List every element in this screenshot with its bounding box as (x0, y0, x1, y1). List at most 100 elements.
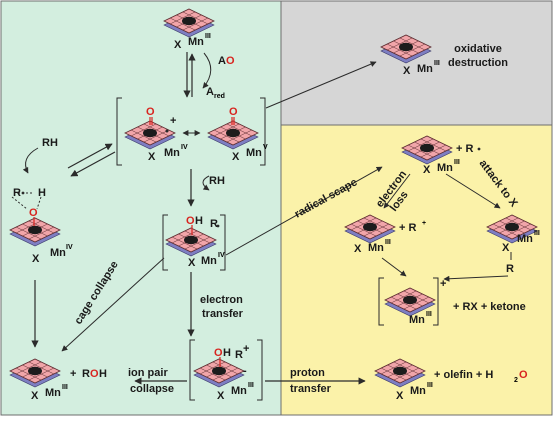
oh-o: O (186, 215, 195, 227)
arrow-to-bracket-left (381, 257, 407, 277)
ion-o: O (214, 347, 223, 359)
rplus-r: + R (399, 222, 416, 234)
oh-r: R (210, 218, 218, 230)
arrow-attack-x (445, 173, 501, 209)
oxo1-o: O (146, 106, 155, 118)
rad-ox: III (454, 159, 460, 166)
ion-pair-label-1: ion pair (128, 367, 168, 379)
bracket-left-3 (189, 339, 195, 401)
oxo1-radical-dot (165, 129, 169, 133)
rad-r: + R (456, 143, 473, 155)
bracket-right-4 (433, 277, 439, 326)
top-mn: Mn (188, 36, 204, 48)
electron-transfer-label-2: transfer (202, 308, 244, 320)
oh-h: H (195, 215, 203, 227)
ion-minus: - (243, 365, 247, 377)
rx-x: X (502, 242, 510, 254)
arrow-from-ts (67, 143, 113, 169)
ion-ox: III (248, 382, 254, 389)
ion-h: H (223, 347, 231, 359)
ts-ro-bond (11, 196, 28, 210)
ion-x: X (217, 390, 225, 402)
arrow-ao-curve (202, 52, 212, 89)
ts-h: H (38, 187, 46, 199)
ts-x: X (32, 253, 40, 265)
bracket-right-1 (260, 97, 266, 166)
rad-mn: Mn (437, 162, 453, 174)
ts-r: R (13, 187, 21, 199)
destruction-label: destruction (448, 57, 508, 69)
arrow-rh-left-curve (22, 147, 39, 174)
oxo2-x: X (232, 151, 240, 163)
ared-a: A (206, 86, 214, 98)
h2o-sub: 2 (514, 377, 518, 384)
proton-label-1: proton (290, 367, 325, 379)
oxo2-o: O (229, 106, 238, 118)
ao-a: A (218, 55, 226, 67)
arrow-oxidative-destruction (265, 61, 377, 109)
top-x: X (174, 39, 182, 51)
roh-o: O (90, 368, 99, 380)
ared-sub: red (214, 93, 225, 100)
ts-r-dot (21, 191, 25, 195)
ion-mn: Mn (231, 385, 247, 397)
oxo2-mn: Mn (246, 147, 262, 159)
bracket-right-3 (257, 339, 263, 401)
roh-plus: + (70, 368, 76, 380)
yellow-panel (280, 124, 553, 416)
rx-r: R (506, 263, 514, 275)
olefin-label: + olefin + H (434, 369, 493, 381)
ion-plus: + (243, 343, 249, 355)
ion-pair-label-2: collapse (130, 383, 174, 395)
rx-ox: III (534, 230, 540, 237)
arrow-to-bracket-right (443, 275, 509, 282)
bl-mn: Mn (45, 387, 61, 399)
oh-ox: IV (218, 252, 225, 259)
oxo2-ox: V (263, 144, 268, 151)
ao-o: O (226, 55, 235, 67)
bl-ox: III (62, 384, 68, 391)
bracket-plus: + (440, 278, 446, 290)
ts-o: O (29, 207, 38, 219)
rx-ketone-label: + RX + ketone (453, 301, 526, 313)
oxidative-label: oxidative (454, 43, 502, 55)
rh-mid-label: RH (209, 175, 225, 187)
rplus-mn: Mn (368, 242, 384, 254)
rad-x: X (423, 164, 431, 176)
arrow-to-ts (70, 151, 116, 177)
rplus-x: X (354, 243, 362, 255)
oh-mn: Mn (201, 255, 217, 267)
oh-x: X (188, 257, 196, 269)
green-panel (0, 0, 282, 416)
ts-ox: IV (66, 244, 73, 251)
bracket-right-2 (220, 214, 226, 271)
rplus-charge: + (422, 220, 426, 227)
arrow-rh-curve (202, 175, 210, 191)
roh-r: R (82, 368, 90, 380)
rh-left-label: RH (42, 137, 58, 149)
rplus-ox: III (385, 239, 391, 246)
bracket-left-1 (116, 97, 122, 166)
proton-label-2: transfer (290, 383, 332, 395)
electron-transfer-label-1: electron (200, 294, 243, 306)
oxo1-ox: IV (181, 144, 188, 151)
top-mn-ox: III (205, 33, 211, 40)
oxo1-mn: Mn (164, 147, 180, 159)
oxo1-x: X (148, 151, 156, 163)
oxo1-charge: + (170, 115, 176, 127)
arrow-electron-loss (383, 173, 411, 209)
oh-r-dot (216, 224, 220, 228)
bracket-mn: Mn (409, 314, 425, 326)
bl-x: X (31, 390, 39, 402)
bracket-ox: III (426, 311, 432, 318)
roh-h: H (99, 368, 107, 380)
br-x: X (396, 390, 404, 402)
rx-mn: Mn (517, 233, 533, 245)
ts-mn: Mn (50, 247, 66, 259)
bracket-left-2 (162, 214, 168, 271)
ox-ox: III (434, 60, 440, 67)
ox-x: X (403, 65, 411, 77)
ox-mn: Mn (417, 63, 433, 75)
